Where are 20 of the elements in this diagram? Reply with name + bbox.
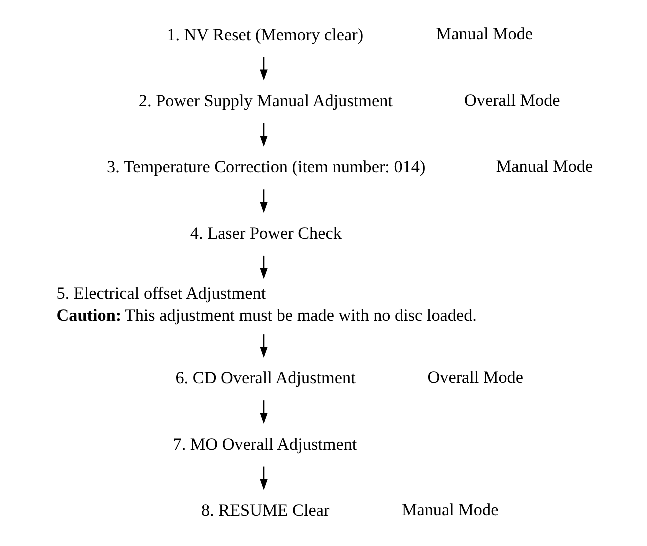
label: Manual Mode (496, 157, 594, 176)
label: Manual Mode (436, 24, 534, 44)
node-text: 4. Laser Power Check (190, 224, 342, 243)
arrow (260, 400, 268, 424)
node-text: 7. MO Overall Adjustment (173, 434, 358, 454)
label: Overall Mode (428, 368, 524, 387)
label: Manual Mode (402, 500, 499, 520)
arrow (260, 57, 268, 81)
arrow (260, 256, 268, 280)
arrow (260, 334, 268, 358)
node-text: 5. Electrical offset Adjustment Caution: This adjustment must be made with no disc loaded. (56, 284, 477, 326)
arrow (260, 190, 268, 214)
node-text: 6. CD Overall Adjustment (176, 368, 356, 388)
arrow (260, 123, 268, 148)
node-text: 2. Power Supply Manual Adjustment (138, 91, 393, 110)
node-text: 1. NV Reset (Memory clear) (167, 25, 364, 44)
node-text: 8. RESUME Clear (201, 501, 330, 520)
arrow (260, 466, 268, 490)
label: Overall Mode (464, 90, 560, 110)
node-text: 3. Temperature Correction (item number: 014) (107, 158, 426, 177)
